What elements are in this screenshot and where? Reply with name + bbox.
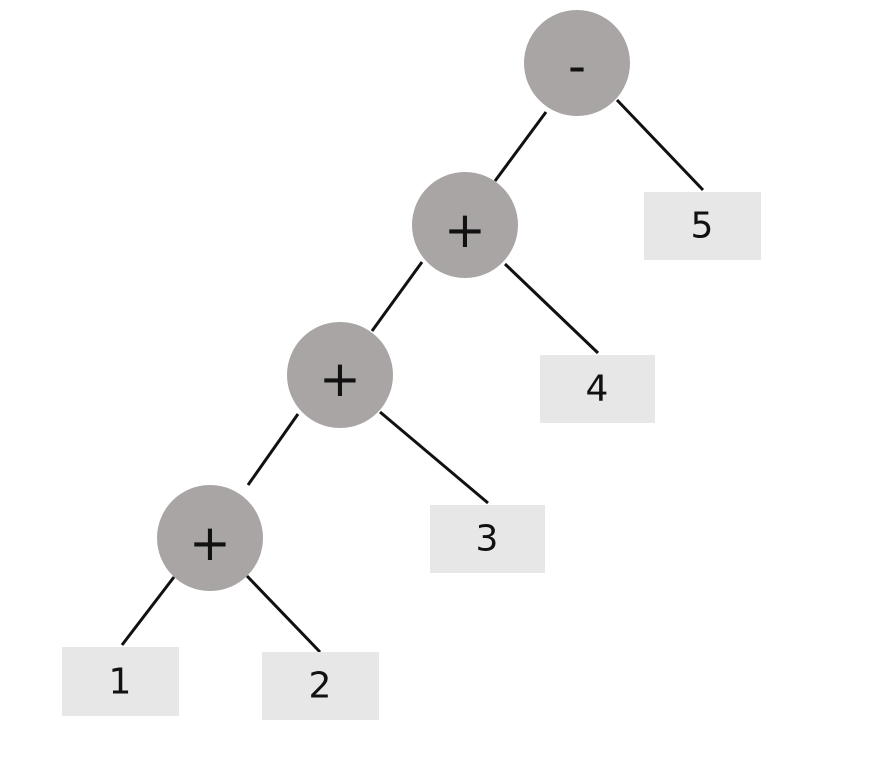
tree-edges [120, 98, 705, 654]
operator-node-circle [412, 172, 518, 278]
edge-plus-c-to-leaf-1 [120, 576, 176, 646]
operator-node-plus-b: + [287, 322, 393, 428]
leaf-node-2: 2 [262, 652, 379, 720]
leaf-value: 1 [109, 662, 132, 703]
operator-node-plus-c: + [157, 485, 263, 591]
leaf-node-1: 1 [62, 647, 179, 716]
edge-minus-to-plus-a [493, 111, 548, 182]
edge-plus-b-to-plus-c [246, 413, 300, 486]
leaf-node-3: 3 [430, 505, 545, 573]
leaf-value: 4 [586, 369, 609, 410]
leaf-value: 2 [309, 666, 332, 707]
leaf-node-box [540, 355, 655, 423]
operator-node-circle [287, 322, 393, 428]
operator-node-minus: - [524, 10, 630, 116]
leaf-value: 3 [476, 519, 499, 560]
operator-symbol: + [189, 514, 231, 572]
edge-plus-c-to-leaf-2 [245, 574, 322, 654]
edge-plus-a-to-plus-b [370, 261, 424, 332]
operator-node-circle [157, 485, 263, 591]
operator-symbol: + [444, 201, 486, 259]
leaf-node-4: 4 [540, 355, 655, 423]
operator-symbol: + [319, 350, 361, 408]
operator-node-circle [524, 10, 630, 116]
operator-node-plus-a: + [412, 172, 518, 278]
edge-plus-b-to-leaf-3 [379, 410, 489, 505]
leaf-node-box [262, 652, 379, 720]
edge-minus-to-leaf-5 [615, 98, 705, 192]
operator-symbol: - [568, 37, 586, 95]
edge-plus-a-to-leaf-4 [503, 262, 600, 355]
leaf-value: 5 [691, 206, 714, 247]
leaf-node-5: 5 [644, 192, 761, 260]
leaf-node-box [430, 505, 545, 573]
leaf-node-box [62, 647, 179, 716]
leaf-node-box [644, 192, 761, 260]
